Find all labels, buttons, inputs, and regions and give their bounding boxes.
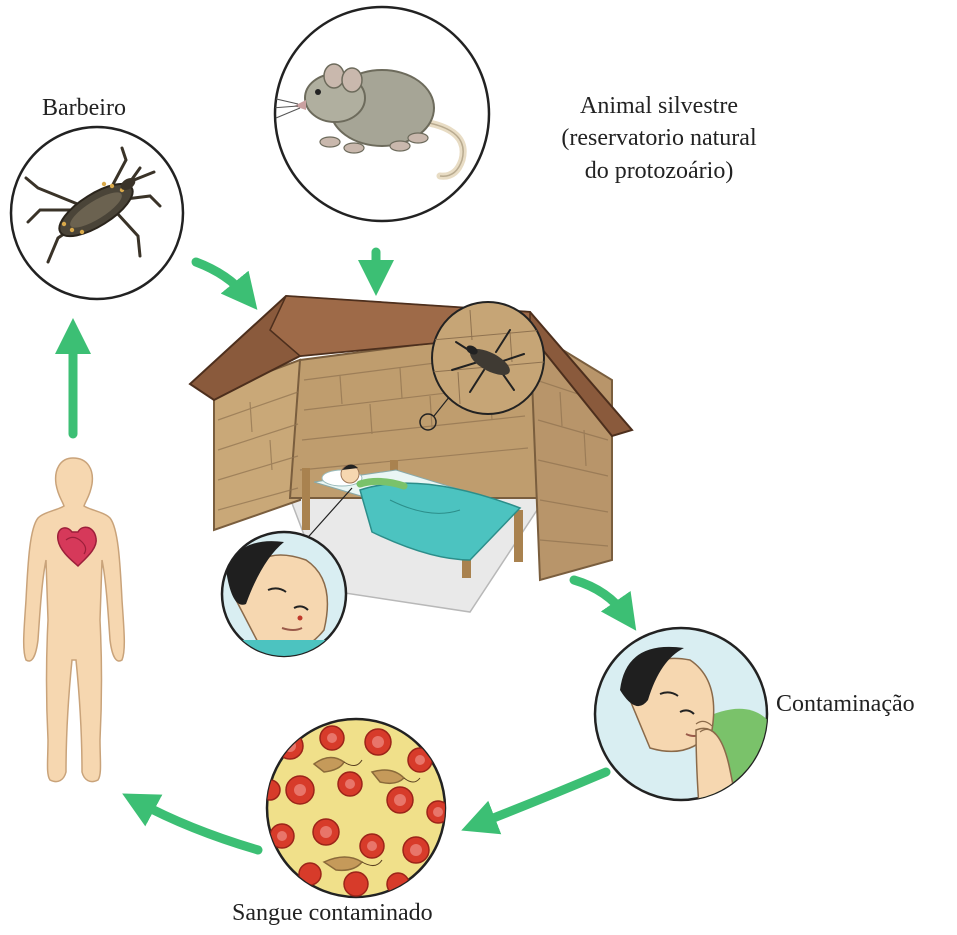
sleeping-face-circle <box>220 532 350 670</box>
label-animal-line-3: do protozoário) <box>514 155 804 187</box>
barbeiro-circle <box>11 127 183 299</box>
label-contaminacao: Contaminação <box>776 688 915 720</box>
human-body-figure <box>24 458 125 782</box>
contamination-circle <box>595 628 780 820</box>
label-sangue-contaminado: Sangue contaminado <box>232 897 433 929</box>
label-animal-line-1: Animal silvestre <box>514 90 804 122</box>
arrow-house-to-contamination <box>574 580 626 616</box>
arrow-bug-to-house <box>196 262 246 296</box>
arrow-contamination-to-blood <box>478 772 606 824</box>
rat-circle <box>272 7 489 221</box>
contaminated-blood-circle <box>260 719 449 897</box>
label-barbeiro: Barbeiro <box>42 92 126 124</box>
label-animal-line-2: (reservatorio natural <box>514 122 804 154</box>
label-animal-silvestre: Animal silvestre (reservatorio natural d… <box>514 90 804 187</box>
arrow-blood-to-human <box>138 802 258 850</box>
